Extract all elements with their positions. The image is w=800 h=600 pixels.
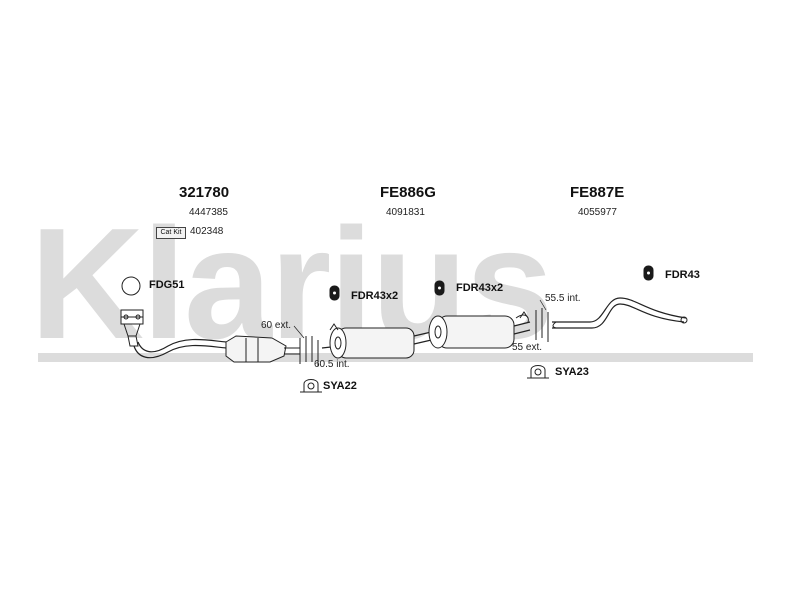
gasket-ring-icon xyxy=(121,276,141,296)
fitting-label-fdr-a: FDR43x2 xyxy=(351,290,399,302)
middle-silencer-icon xyxy=(321,327,441,359)
catalytic-converter-icon xyxy=(225,335,301,363)
cat-kit-badge: Cat Kit xyxy=(156,227,186,239)
front-flange-icon xyxy=(120,309,144,347)
joint-clamp-2 xyxy=(535,308,549,342)
part-number-rear: FE887E xyxy=(570,184,625,201)
rubber-hanger-icon xyxy=(329,285,340,301)
rear-silencer-icon xyxy=(428,314,531,349)
dimension-label-1: 60 ext. xyxy=(261,320,292,331)
fitting-label-fdg: FDG51 xyxy=(149,279,185,291)
front-pipe xyxy=(133,344,227,359)
tailpipe-icon xyxy=(552,297,688,329)
dimension-label-4: 55 ext. xyxy=(512,342,543,353)
part-ref-front: 4447385 xyxy=(189,207,228,218)
part-ref-rear: 4055977 xyxy=(578,207,617,218)
fitting-label-sya-a: SYA22 xyxy=(323,380,357,392)
part-number-front: 321780 xyxy=(179,184,230,201)
hanger-strap xyxy=(519,311,529,319)
part-number-middle: FE886G xyxy=(380,184,436,201)
cat-kit-ref: 402348 xyxy=(190,226,224,237)
fitting-label-fdr-b: FDR43x2 xyxy=(456,282,504,294)
hanger-strap xyxy=(329,323,339,331)
rubber-hanger-icon xyxy=(643,265,654,281)
fitting-label-sya-b: SYA23 xyxy=(555,366,589,378)
dimension-label-2: 60.5 int. xyxy=(314,359,350,370)
joint-clamp-1 xyxy=(299,336,319,366)
rubber-hanger-icon xyxy=(434,280,445,296)
fitting-label-fdr-c: FDR43 xyxy=(665,269,700,281)
u-bolt-clamp-icon xyxy=(527,365,549,379)
part-ref-middle: 4091831 xyxy=(386,207,425,218)
dimension-label-3: 55.5 int. xyxy=(545,293,581,304)
u-bolt-clamp-icon xyxy=(300,379,322,393)
